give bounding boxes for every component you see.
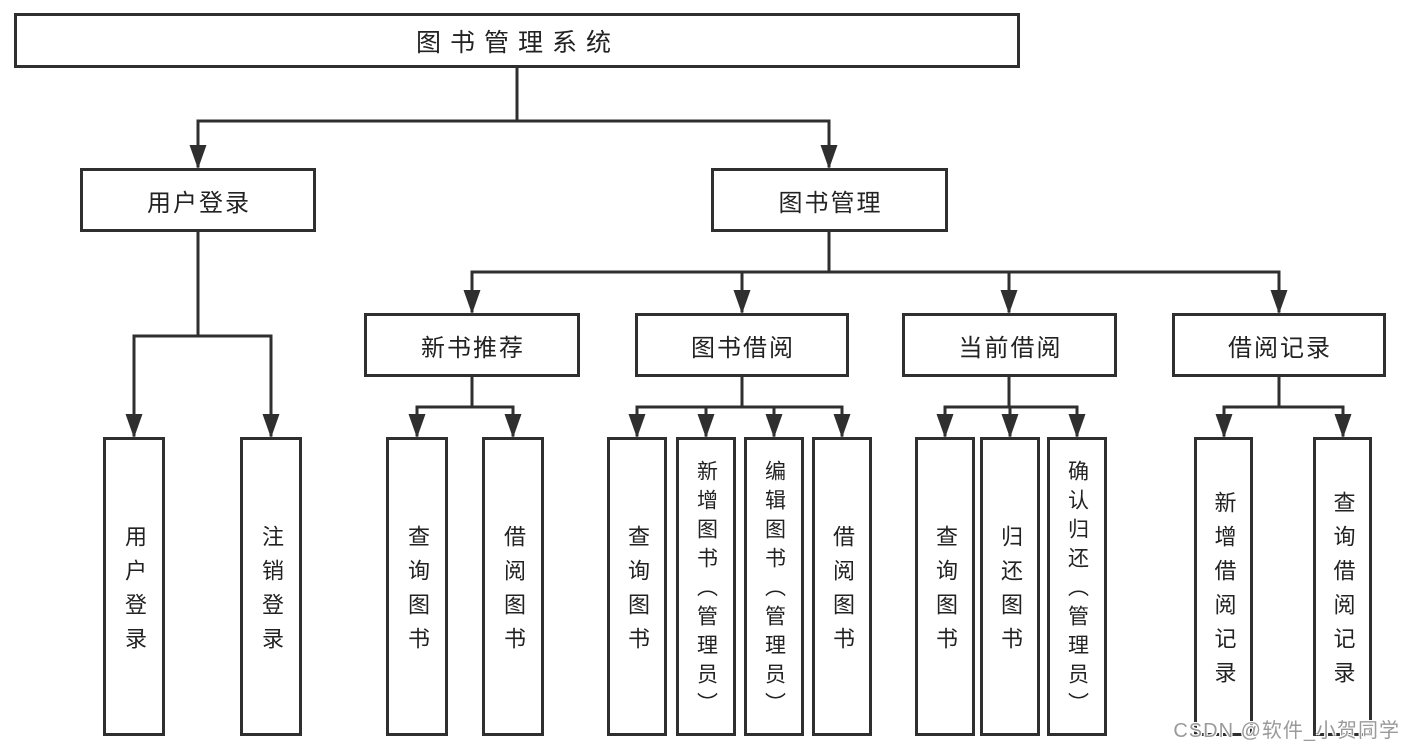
node-label: 注销登录 xyxy=(259,524,284,661)
leaf-edit-books-admin: 编辑图书（管理员） xyxy=(744,437,804,736)
node-label: 用户登录 xyxy=(122,524,147,661)
node-borrow-records: 借阅记录 xyxy=(1172,313,1386,377)
leaf-borrow-books: 借阅图书 xyxy=(812,437,872,736)
leaf-user-login: 用户登录 xyxy=(103,437,165,736)
leaf-query-books-borrow: 查询图书 xyxy=(607,437,667,736)
node-label: 新增借阅记录 xyxy=(1211,490,1237,695)
node-new-book-recommend: 新书推荐 xyxy=(364,313,580,377)
node-label: 借阅记录 xyxy=(1228,334,1332,362)
node-label: 借阅图书 xyxy=(830,524,855,661)
leaf-query-borrow-record: 查询借阅记录 xyxy=(1313,437,1372,736)
node-book-management: 图书管理 xyxy=(711,168,948,232)
leaf-query-books-recommend: 查询图书 xyxy=(386,437,448,736)
leaf-borrow-books-recommend: 借阅图书 xyxy=(482,437,544,736)
node-label: 借阅图书 xyxy=(501,524,526,661)
node-label: 查询图书 xyxy=(625,524,650,661)
node-label: 用户登录 xyxy=(147,189,251,217)
node-label: 查询借阅记录 xyxy=(1330,490,1356,695)
leaf-confirm-return-admin: 确认归还（管理员） xyxy=(1047,437,1107,736)
csdn-watermark: CSDN @软件_小贺同学 xyxy=(1173,720,1400,742)
leaf-return-books: 归还图书 xyxy=(980,437,1040,736)
leaf-query-books-current: 查询图书 xyxy=(915,437,975,736)
node-user-login: 用户登录 xyxy=(80,168,316,232)
node-library-system: 图书管理系统 xyxy=(14,13,1020,68)
node-label: 图书管理 xyxy=(778,189,883,217)
node-label: 图书管理系统 xyxy=(415,28,620,57)
leaf-add-books-admin: 新增图书（管理员） xyxy=(676,437,736,736)
node-label: 归还图书 xyxy=(998,524,1023,661)
node-current-borrowing: 当前借阅 xyxy=(902,313,1117,377)
node-label: 新书推荐 xyxy=(421,334,525,362)
node-label: 确认归还（管理员） xyxy=(1065,460,1089,721)
node-label: 查询图书 xyxy=(405,524,430,661)
node-label: 编辑图书（管理员） xyxy=(762,460,786,721)
node-label: 图书借阅 xyxy=(691,334,795,362)
node-label: 新增图书（管理员） xyxy=(694,460,718,721)
node-label: 查询图书 xyxy=(933,524,958,661)
node-book-borrowing: 图书借阅 xyxy=(635,313,849,377)
leaf-logout: 注销登录 xyxy=(240,437,302,736)
leaf-add-borrow-record: 新增借阅记录 xyxy=(1194,437,1253,736)
node-label: 当前借阅 xyxy=(958,334,1063,362)
